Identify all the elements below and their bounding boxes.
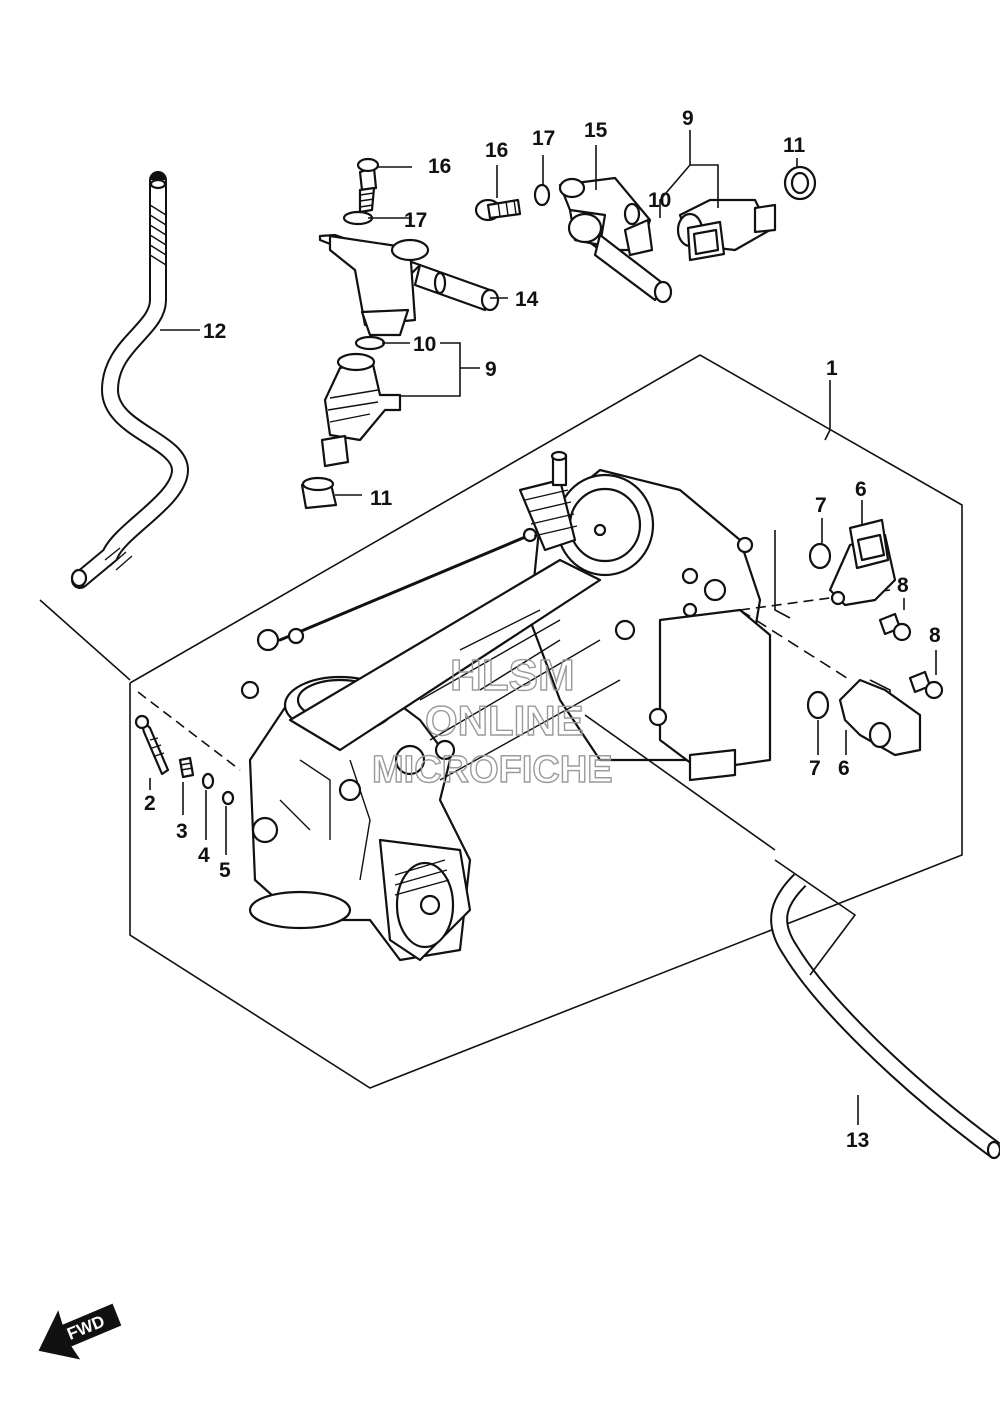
callout-12: 12 — [203, 320, 226, 343]
hose-joint-left — [39, 599, 131, 681]
assembly-outline — [129, 354, 963, 1089]
callout-11-upper: 11 — [783, 134, 806, 157]
callout-16-right: 16 — [485, 139, 508, 162]
callout-2: 2 — [144, 792, 156, 815]
callout-7-lower: 7 — [809, 757, 821, 780]
callout-14: 14 — [515, 288, 539, 311]
watermark: HLSM ONLINE MICROFICHE — [371, 650, 613, 791]
hose-joint-right — [774, 859, 857, 976]
callout-1: 1 — [826, 357, 838, 380]
throttle-body — [240, 450, 772, 962]
callout-6-lower: 6 — [838, 757, 850, 780]
callout-8-upper: 8 — [897, 574, 909, 597]
leader-1 — [824, 380, 831, 441]
fuel-delivery-pipe-15 — [474, 176, 673, 304]
hose-13 — [770, 873, 1000, 1160]
callout-9-lower: 9 — [485, 358, 497, 381]
sensor-upper — [808, 518, 912, 642]
callout-3: 3 — [176, 820, 188, 843]
callout-16-left: 16 — [428, 155, 451, 178]
watermark-line-3: MICROFICHE — [372, 749, 613, 791]
callout-17-left: 17 — [404, 209, 427, 232]
injector-9-upper — [623, 165, 817, 262]
callout-10-lower: 10 — [413, 333, 436, 356]
callout-7-upper: 7 — [815, 494, 827, 517]
idle-screw-parts — [134, 691, 241, 855]
callout-8-lower: 8 — [929, 624, 941, 647]
callout-17-right: 17 — [532, 127, 555, 150]
fwd-arrow-icon: FWD — [38, 1303, 122, 1360]
watermark-line-1: HLSM — [450, 651, 575, 700]
injector-9-lower — [300, 335, 402, 510]
sensor-lower — [806, 670, 944, 757]
callout-10-upper: 10 — [648, 189, 671, 212]
watermark-line-2: ONLINE — [425, 697, 584, 744]
hose-12 — [70, 171, 189, 589]
callout-4: 4 — [198, 844, 210, 867]
callout-13: 13 — [846, 1129, 869, 1152]
callout-5: 5 — [219, 859, 231, 882]
fuel-delivery-pipe-14 — [318, 157, 500, 337]
callout-9-upper: 9 — [682, 107, 694, 130]
callout-15: 15 — [584, 119, 608, 142]
callout-11-lower: 11 — [370, 487, 393, 510]
callout-6-upper: 6 — [855, 478, 867, 501]
